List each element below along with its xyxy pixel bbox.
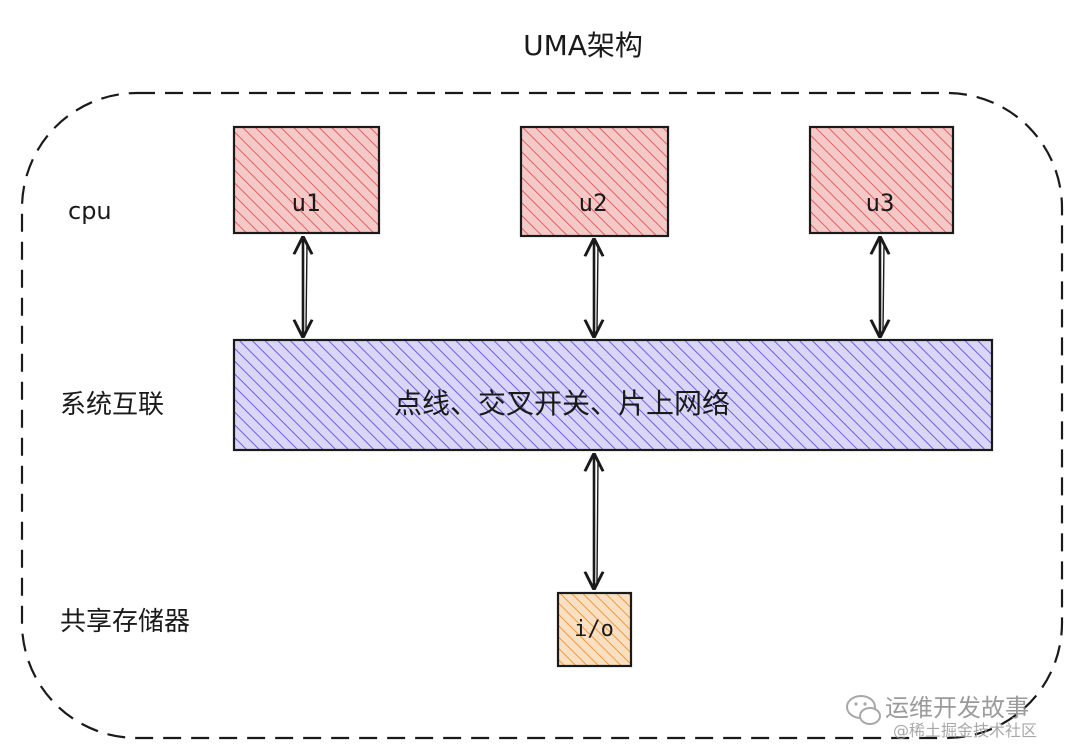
arrow-u1-bus [303, 238, 307, 336]
row-label-interconnect: 系统互联 [60, 390, 164, 420]
interconnect-bus: 点线、交叉开关、片上网络 [232, 338, 994, 452]
io-label: i/o [574, 617, 614, 642]
arrow-bus-io [594, 455, 598, 588]
cpu-label-u2: u2 [579, 189, 608, 217]
interconnect-bus-label: 点线、交叉开关、片上网络 [394, 387, 730, 420]
cpu-box-u2: u2 [519, 125, 670, 238]
cpu-label-u3: u3 [866, 189, 895, 217]
watermark-line2: @稀土掘金技术社区 [893, 721, 1037, 740]
diagram-title: UMA架构 [523, 29, 643, 62]
cpu-box-u1: u1 [232, 125, 381, 235]
cpu-box-u3: u3 [808, 125, 955, 235]
cpu-label-u1: u1 [292, 189, 321, 217]
watermark: 运维开发故事 @稀土掘金技术社区 [846, 694, 1037, 740]
watermark-line1: 运维开发故事 [885, 694, 1029, 722]
row-label-memory: 共享存储器 [60, 607, 190, 637]
row-label-cpu: cpu [68, 197, 112, 225]
io-box: i/o [556, 591, 633, 668]
uma-frame [20, 91, 1064, 740]
arrow-u2-bus [594, 240, 598, 336]
arrow-u3-bus [880, 238, 884, 336]
wechat-icon [846, 695, 881, 725]
